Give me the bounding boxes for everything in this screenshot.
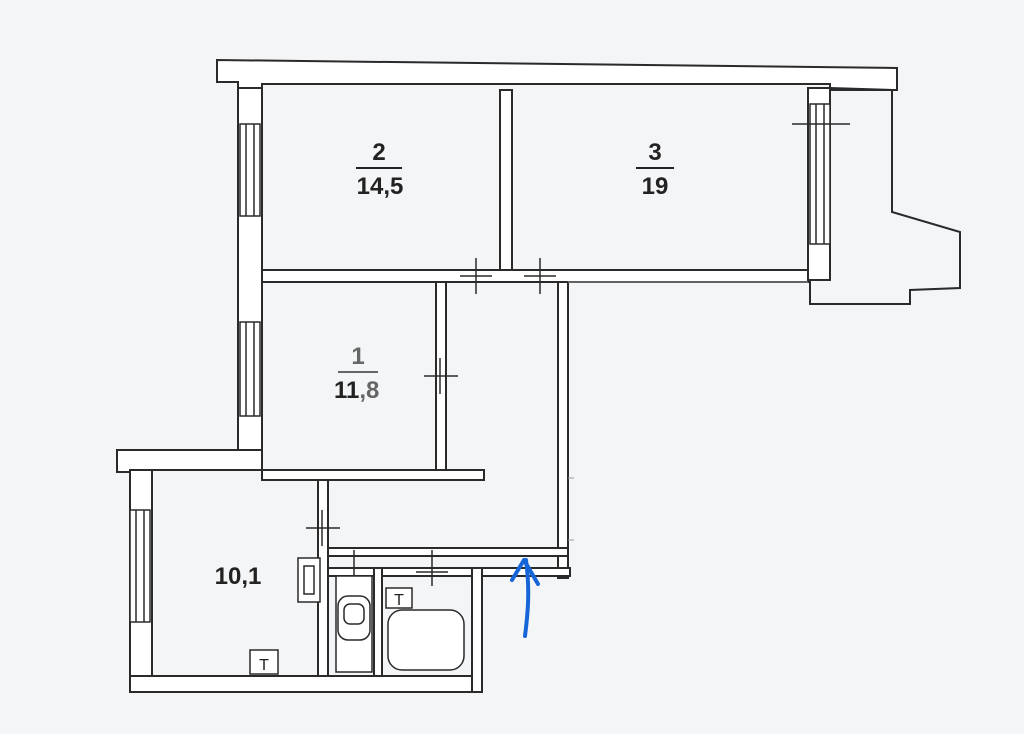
room-1-label: 1 11,8	[334, 343, 379, 404]
room-2-number: 2	[372, 139, 385, 166]
radiator-bath-symbol: T	[394, 592, 404, 609]
interior-partitions	[261, 89, 809, 693]
radiator-kitchen-symbol: T	[259, 657, 269, 674]
kitchen-label: 10,1	[215, 563, 262, 590]
window-room1	[239, 321, 261, 417]
partition-2-3	[499, 89, 513, 273]
room-1-area-faint: ,8	[359, 377, 379, 404]
kitchen-step-wall	[116, 449, 263, 473]
room-1-number: 1	[351, 343, 364, 370]
room-1-area-main: 11	[334, 377, 359, 404]
window-room2	[239, 123, 261, 217]
room-3-number: 3	[648, 139, 661, 166]
loggia-outline	[809, 87, 961, 305]
door-marks	[306, 258, 556, 586]
entrance-arrow-icon	[510, 558, 540, 638]
room-2-area: 14,5	[357, 173, 404, 200]
bath-right-wall	[471, 567, 483, 693]
room-3-label: 3 19	[636, 139, 674, 200]
radiator-bath	[385, 587, 413, 609]
corridor-bottom-wall	[321, 547, 569, 557]
room-3-area: 19	[642, 173, 669, 200]
kitchen-area: 10,1	[215, 563, 262, 590]
stair-outline	[568, 281, 808, 541]
wc-bath-divider	[373, 567, 383, 677]
partition-room1-bottom	[261, 469, 485, 481]
window-room3	[809, 103, 831, 245]
bathtub	[387, 609, 465, 671]
corridor-right-wall	[557, 281, 569, 579]
window-kitchen	[129, 509, 151, 623]
radiator-kitchen	[249, 649, 279, 675]
top-outer-wall	[216, 58, 898, 91]
wc-top-wall	[327, 567, 479, 577]
bottom-outer-wall	[129, 675, 483, 693]
room-1-area: 11,8	[334, 377, 379, 404]
room-2-label: 2 14,5	[356, 139, 403, 200]
partition-room1-right	[435, 281, 447, 473]
fixtures: T T	[249, 557, 465, 675]
windows	[129, 103, 850, 623]
